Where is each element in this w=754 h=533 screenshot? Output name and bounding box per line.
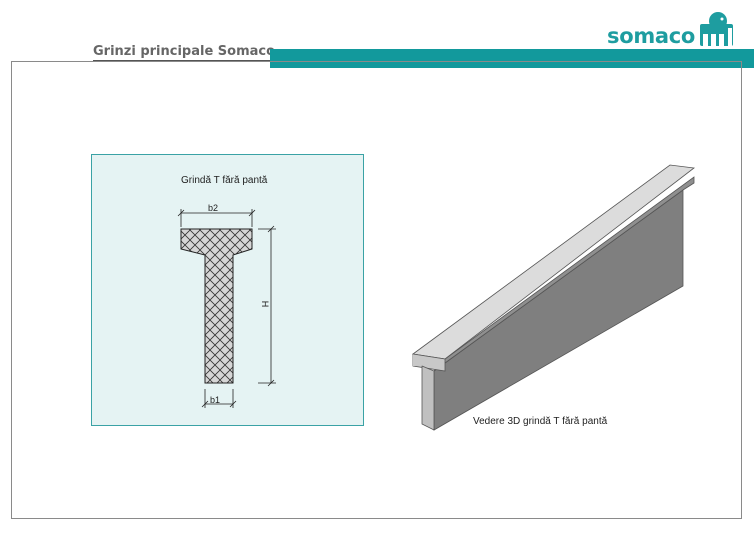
title-underline	[93, 60, 271, 61]
dimension-b2-line	[177, 209, 256, 227]
cross-section-caption: Grindă T fără pantă	[181, 175, 268, 186]
elephant-icon	[700, 12, 733, 46]
dimension-b1-label: b1	[210, 395, 221, 405]
dimension-h-label: H	[260, 300, 271, 308]
dimension-h-line	[258, 225, 276, 387]
t-section-shape	[180, 228, 253, 384]
beam-3d-drawing	[411, 164, 696, 431]
content-frame	[11, 61, 742, 519]
header-band	[270, 49, 754, 68]
dimension-b1-line	[201, 389, 237, 408]
brand-logo-text: somaco	[607, 24, 696, 48]
beam-3d-caption: Vedere 3D grindă T fără pantă	[473, 416, 608, 427]
page-title: Grinzi principale Somaco	[93, 44, 276, 59]
dimension-b2-label: b2	[208, 203, 219, 213]
